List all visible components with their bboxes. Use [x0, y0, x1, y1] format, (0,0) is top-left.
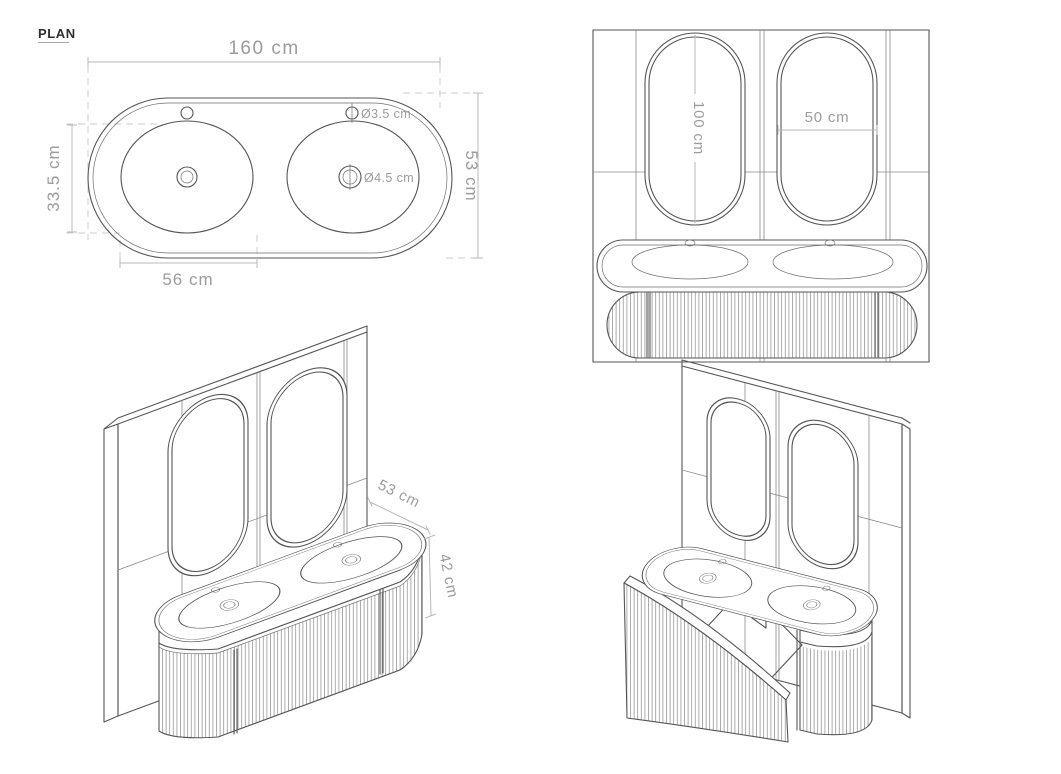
iso2-drain-right: [803, 599, 821, 611]
iso2-basin-left: [663, 558, 753, 598]
dim-label-depth: 53 cm: [462, 150, 481, 201]
iso-mirror-right-frame: [270, 371, 344, 544]
dim-line-iso-depth: [369, 501, 429, 531]
iso-drain-right-inner: [345, 556, 358, 564]
iso-wall-top-edge: [103, 417, 119, 430]
plan-basin-right: [286, 120, 420, 234]
elevation-basin-right: [772, 244, 894, 280]
isometric-view: 53 cm 42 cm: [103, 325, 461, 739]
plan-countertop-inner-edge: [92, 102, 448, 254]
iso2-wall-edge: [901, 423, 911, 719]
mirror-right-frame: [780, 36, 874, 222]
iso-faucet-hole-right: [333, 542, 343, 548]
iso2-drain-left: [699, 572, 717, 584]
dim-tick: [424, 613, 437, 619]
iso2-countertop-face: [641, 546, 878, 637]
dim-label-iso-depth: 53 cm: [375, 476, 423, 511]
dim-label-iso-height: 42 cm: [435, 552, 461, 599]
elevation-countertop-lip: [601, 244, 923, 288]
dim-label-basin-width: 56 cm: [162, 270, 213, 289]
drain-left-inner: [180, 170, 194, 184]
drawer-front-panel: [623, 582, 789, 743]
iso-mirrors: [167, 367, 348, 577]
dim-label-faucet-hole: Ø3.5 cm: [361, 107, 411, 121]
iso2-basin-right: [767, 585, 857, 625]
iso2-drain-right-inner: [806, 601, 818, 609]
dim-tick: [367, 497, 373, 507]
plan-countertop-outline: [87, 97, 453, 259]
dim-tick: [425, 525, 431, 535]
iso2-countertop-inner-edge: [645, 549, 874, 634]
iso2-mirror-right: [787, 419, 859, 570]
iso2-cabinet-right-fluting: [800, 636, 872, 735]
elevation-basin-left: [631, 244, 749, 280]
front-elevation-view: 100 cm 50 cm: [592, 29, 930, 363]
dim-label-drain: Ø4.5 cm: [364, 171, 414, 185]
plan-basin-left: [120, 120, 254, 234]
iso2-countertop-underside: [799, 631, 873, 648]
iso-mirror-left: [167, 393, 249, 577]
elevation-wall: [592, 29, 930, 363]
iso-drain-left-inner: [223, 601, 236, 609]
iso2-faucet-hole-left: [718, 559, 727, 565]
iso-wall-top-edge: [117, 325, 368, 419]
drawer-front-fluting: [624, 583, 788, 742]
iso2-mirror-left-frame: [710, 401, 767, 537]
drain-left: [176, 166, 198, 188]
iso-countertop-inner-edge: [158, 525, 423, 640]
faucet-hole-left: [180, 106, 194, 120]
dim-label-mirror-width: 50 cm: [805, 109, 850, 126]
iso2-wall-top-edge: [681, 359, 903, 419]
dim-line-iso-height: [428, 536, 432, 617]
iso-countertop-lip: [158, 549, 423, 655]
iso-countertop-face: [154, 522, 427, 643]
iso-mirror-left-frame: [171, 398, 245, 573]
iso2-mirrors: [706, 397, 859, 570]
iso-drain-right: [341, 554, 361, 566]
iso2-mirror-right-frame: [791, 423, 855, 566]
iso-countertop: [154, 522, 427, 643]
iso-faucet-hole-left: [211, 587, 221, 593]
elevation-countertop: [596, 239, 928, 293]
plan-view: PLAN 160 cm 53 cm: [38, 26, 483, 289]
elevation-faucet-hole-right: [824, 239, 836, 247]
dim-label-basin-depth: 33.5 cm: [44, 144, 63, 211]
iso2-wall-top-edge: [901, 417, 911, 424]
iso2-countertop: [641, 546, 878, 637]
iso2-faucet-hole-right: [822, 585, 831, 591]
dim-label-width: 160 cm: [228, 38, 299, 59]
iso-mirror-right: [266, 367, 348, 548]
dim-tick: [423, 534, 436, 540]
plan-view-title: PLAN: [38, 26, 76, 41]
iso-drain-left: [219, 599, 240, 611]
iso-wall-edge: [103, 423, 119, 723]
iso-cabinet-fluting: [159, 550, 422, 738]
isometric-open-drawer-view: [623, 359, 911, 743]
iso2-drain-left-inner: [702, 574, 714, 582]
mirror-right: [776, 32, 878, 226]
iso-basin-right: [300, 536, 403, 584]
iso-basin-left: [178, 581, 281, 629]
elevation-faucet-hole-left: [684, 239, 696, 247]
elevation-cabinet-fluting: [607, 292, 917, 358]
mirror-left: [644, 32, 746, 226]
dim-label-mirror-height: 100 cm: [690, 101, 707, 155]
iso2-mirror-left: [706, 397, 771, 541]
